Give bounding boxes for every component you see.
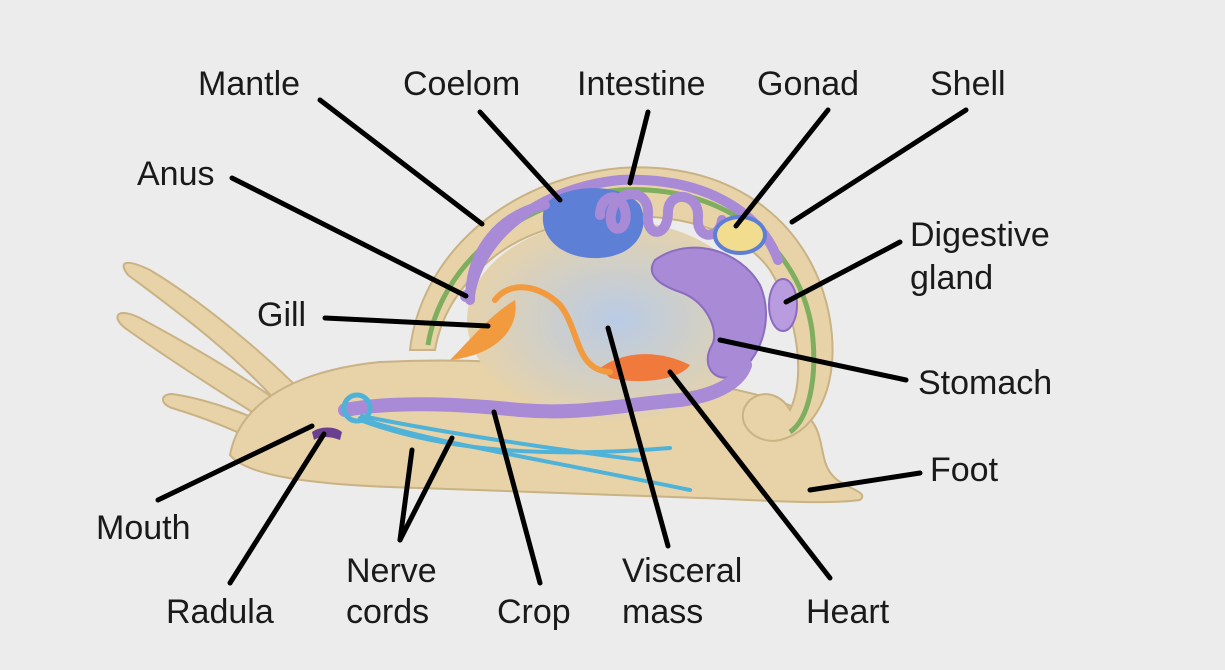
label-anus: Anus	[137, 155, 215, 193]
label-nerve-cords-line1: Nerve	[346, 552, 437, 590]
digestive-gland	[769, 279, 797, 331]
label-intestine: Intestine	[577, 65, 706, 103]
label-gill: Gill	[257, 296, 306, 334]
label-visceral-mass-line2: mass	[622, 593, 703, 631]
label-foot: Foot	[930, 451, 999, 489]
label-nerve-cords-line2: cords	[346, 593, 429, 631]
label-stomach: Stomach	[918, 364, 1052, 402]
label-mouth: Mouth	[96, 509, 191, 547]
label-crop: Crop	[497, 593, 571, 631]
label-coelom: Coelom	[403, 65, 520, 103]
label-visceral-mass-line1: Visceral	[622, 552, 742, 590]
label-shell: Shell	[930, 65, 1006, 103]
label-mantle: Mantle	[198, 65, 300, 103]
label-radula: Radula	[166, 593, 274, 631]
label-digestive-gland-line1: Digestive	[910, 216, 1050, 254]
label-gonad: Gonad	[757, 65, 859, 103]
label-digestive-gland-line2: gland	[910, 259, 993, 297]
label-heart: Heart	[806, 593, 890, 631]
